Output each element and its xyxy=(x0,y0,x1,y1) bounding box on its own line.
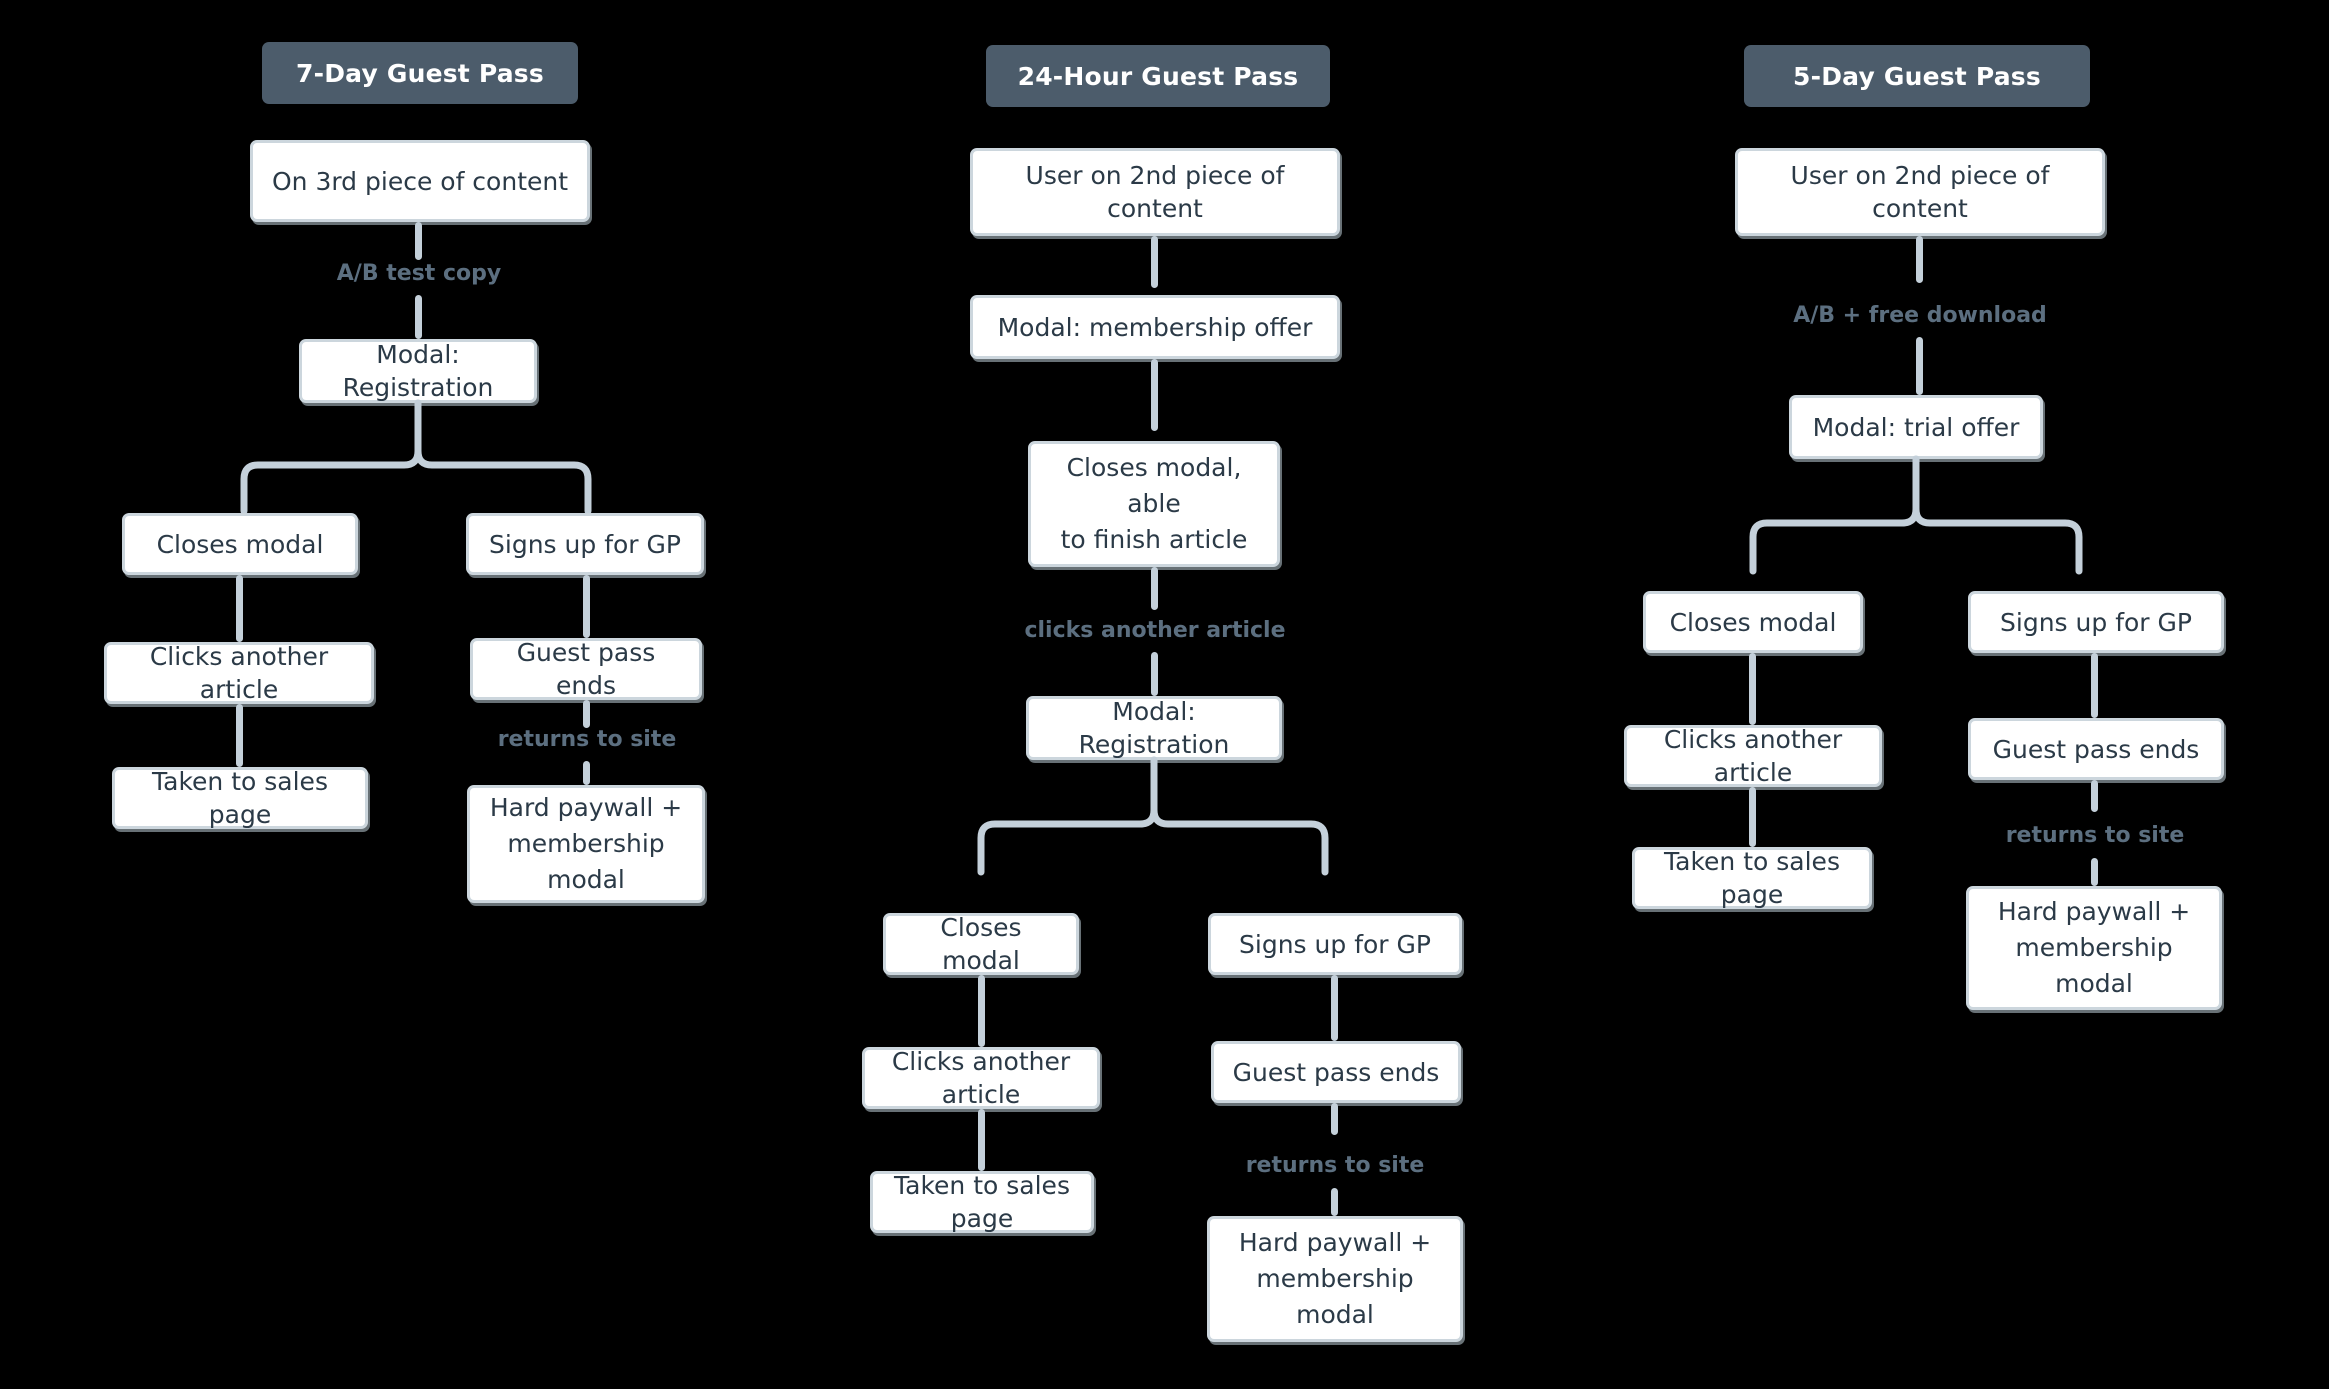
edge-label-seven-day-ab-test: A/B test copy xyxy=(336,261,502,286)
node-seven-day-modal-registration[interactable]: Modal: Registration xyxy=(299,339,537,403)
node-line-2: membership modal xyxy=(2015,932,2173,999)
node-five-day-taken-to-sales-page[interactable]: Taken to sales page xyxy=(1632,847,1872,909)
node-24h-modal-registration[interactable]: Modal: Registration xyxy=(1026,696,1282,760)
edge-five-day-closes-to-clicks xyxy=(1749,653,1756,725)
node-24h-clicks-another-article[interactable]: Clicks another article xyxy=(862,1047,1100,1109)
column-title-seven-day: 7-Day Guest Pass xyxy=(262,42,578,104)
node-line-1: Closes modal, able xyxy=(1066,452,1242,518)
edge-24h-finish-to-label xyxy=(1151,567,1158,610)
node-five-day-clicks-another-article[interactable]: Clicks another article xyxy=(1624,725,1882,787)
node-seven-day-guest-pass-ends[interactable]: Guest pass ends xyxy=(470,638,702,700)
node-five-day-closes-modal[interactable]: Closes modal xyxy=(1643,591,1863,653)
node-line-1: Hard paywall + xyxy=(1238,1227,1432,1257)
column-title-twenty-four-hour: 24-Hour Guest Pass xyxy=(986,45,1330,107)
node-five-day-start[interactable]: User on 2nd piece of content xyxy=(1735,148,2105,236)
column-title-five-day: 5-Day Guest Pass xyxy=(1744,45,2090,107)
edge-24h-closes-to-clicks xyxy=(978,975,985,1047)
edge-five-day-clicks-to-sales xyxy=(1749,787,1756,847)
node-line-2: to finish article xyxy=(1060,525,1248,555)
fork-seven-day-registration xyxy=(236,399,596,515)
node-line-1: Hard paywall + xyxy=(1997,896,2191,926)
fork-24h-registration xyxy=(973,756,1333,876)
node-24h-closes-modal[interactable]: Closes modal xyxy=(883,913,1079,975)
edge-label-seven-day-returns-to-site: returns to site xyxy=(497,727,677,752)
node-24h-guest-pass-ends[interactable]: Guest pass ends xyxy=(1211,1041,1461,1103)
edge-24h-offer-to-closes-finish xyxy=(1151,359,1158,431)
edge-24h-signs-to-pass-ends xyxy=(1331,975,1338,1041)
edge-seven-day-closes-to-clicks xyxy=(236,575,243,642)
node-24h-start[interactable]: User on 2nd piece of content xyxy=(970,148,1340,236)
edge-seven-day-start-to-label xyxy=(415,222,422,260)
edge-label-five-day-returns-to-site: returns to site xyxy=(2005,823,2185,848)
edge-24h-start-to-offer xyxy=(1151,236,1158,288)
edge-five-day-pass-ends-to-label xyxy=(2091,780,2098,812)
node-24h-taken-to-sales-page[interactable]: Taken to sales page xyxy=(870,1171,1094,1233)
node-24h-closes-modal-finish-article[interactable]: Closes modal, able to finish article xyxy=(1028,441,1280,567)
edge-seven-day-clicks-to-sales xyxy=(236,704,243,767)
node-seven-day-closes-modal[interactable]: Closes modal xyxy=(122,513,358,575)
edge-label-five-day-ab-free-download: A/B + free download xyxy=(1793,303,2047,328)
node-24h-modal-membership-offer[interactable]: Modal: membership offer xyxy=(970,295,1340,359)
edge-24h-label-to-registration xyxy=(1151,652,1158,696)
edge-five-day-start-to-label xyxy=(1916,236,1923,283)
node-24h-hard-paywall[interactable]: Hard paywall + membership modal xyxy=(1207,1216,1463,1342)
node-seven-day-signs-up-for-gp[interactable]: Signs up for GP xyxy=(466,513,704,575)
fork-five-day-trial-offer xyxy=(1745,455,2087,575)
edge-five-day-label-to-paywall xyxy=(2091,858,2098,886)
node-five-day-signs-up-for-gp[interactable]: Signs up for GP xyxy=(1968,591,2224,653)
node-seven-day-start[interactable]: On 3rd piece of content xyxy=(250,140,590,222)
edge-label-24h-clicks-another-article: clicks another article xyxy=(1024,618,1286,643)
node-line-2: membership modal xyxy=(1256,1263,1414,1330)
edge-five-day-signs-to-pass-ends xyxy=(2091,653,2098,718)
node-line-1: Hard paywall + xyxy=(489,792,683,822)
node-five-day-guest-pass-ends[interactable]: Guest pass ends xyxy=(1968,718,2224,780)
node-seven-day-taken-to-sales-page[interactable]: Taken to sales page xyxy=(112,767,368,829)
edge-seven-day-signs-to-pass-ends xyxy=(583,575,590,638)
edge-seven-day-label-to-paywall xyxy=(583,761,590,785)
node-five-day-hard-paywall[interactable]: Hard paywall + membership modal xyxy=(1966,886,2222,1010)
edge-24h-clicks-to-sales xyxy=(978,1109,985,1171)
node-seven-day-hard-paywall[interactable]: Hard paywall + membership modal xyxy=(467,785,705,903)
node-line-2: membership modal xyxy=(507,828,665,895)
edge-24h-pass-ends-to-label xyxy=(1331,1103,1338,1135)
edge-seven-day-label-to-modal xyxy=(415,295,422,339)
edge-five-day-label-to-modal xyxy=(1916,337,1923,395)
node-five-day-modal-trial-offer[interactable]: Modal: trial offer xyxy=(1789,395,2043,459)
edge-seven-day-pass-ends-to-label xyxy=(583,700,590,728)
edge-label-24h-returns-to-site: returns to site xyxy=(1245,1153,1425,1178)
edge-24h-label-to-paywall xyxy=(1331,1188,1338,1216)
node-seven-day-clicks-another-article[interactable]: Clicks another article xyxy=(104,642,374,704)
node-24h-signs-up-for-gp[interactable]: Signs up for GP xyxy=(1208,913,1462,975)
